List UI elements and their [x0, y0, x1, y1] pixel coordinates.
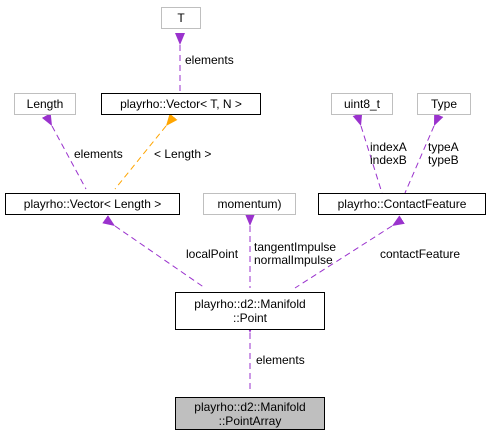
node-contact-feature-label: playrho::ContactFeature: [337, 197, 467, 211]
node-point-array-line1: playrho::d2::Manifold: [194, 399, 306, 414]
edge-local-point: [102, 215, 206, 289]
node-uint8: uint8_t: [331, 93, 393, 115]
edge-label-normal-impulse: normalImpulse: [254, 253, 333, 267]
node-momentum-label: momentum): [217, 197, 282, 211]
node-vector-t-n-label: playrho::Vector< T, N >: [120, 97, 242, 111]
node-vector-length[interactable]: playrho::Vector< Length >: [5, 193, 180, 215]
node-manifold-point[interactable]: playrho::d2::Manifold ::Point: [175, 292, 325, 330]
edge-label-t-elements: elements: [185, 53, 234, 67]
edge-template-length: [114, 113, 178, 190]
node-contact-feature[interactable]: playrho::ContactFeature: [318, 193, 486, 215]
node-point-array-line2: ::PointArray: [218, 413, 282, 428]
node-vector-length-label: playrho::Vector< Length >: [23, 197, 162, 211]
edge-type: [404, 113, 444, 194]
node-t: T: [161, 7, 201, 29]
node-type-label: Type: [430, 97, 457, 111]
edge-label-template-length: < Length >: [154, 147, 212, 161]
edge-length-elements: [41, 113, 87, 190]
node-momentum: momentum): [203, 193, 296, 215]
node-uint8-label: uint8_t: [343, 97, 381, 111]
edge-label-local-point: localPoint: [186, 247, 239, 261]
node-manifold-point-line1: playrho::d2::Manifold: [194, 297, 306, 311]
node-manifold-point-line2: ::Point: [232, 311, 268, 325]
edge-index: [352, 113, 383, 194]
edge-label-point-elements: elements: [256, 353, 305, 367]
edge-label-index-b: indexB: [370, 153, 407, 167]
node-point-array: playrho::d2::Manifold ::PointArray: [175, 397, 325, 430]
edge-label-tangent-impulse: tangentImpulse: [254, 240, 337, 254]
edge-label-type-b: typeB: [428, 153, 459, 167]
node-type: Type: [417, 93, 471, 115]
node-length-label: Length: [26, 97, 64, 111]
node-vector-t-n[interactable]: playrho::Vector< T, N >: [101, 93, 261, 115]
edge-contact-feature: [294, 215, 405, 289]
edge-label-type-a: typeA: [428, 140, 459, 154]
node-length: Length: [14, 93, 76, 115]
node-t-label: T: [177, 11, 185, 25]
edge-label-length-elements: elements: [74, 147, 123, 161]
edge-label-contact-feature: contactFeature: [380, 247, 461, 261]
edge-label-index-a: indexA: [370, 140, 407, 154]
